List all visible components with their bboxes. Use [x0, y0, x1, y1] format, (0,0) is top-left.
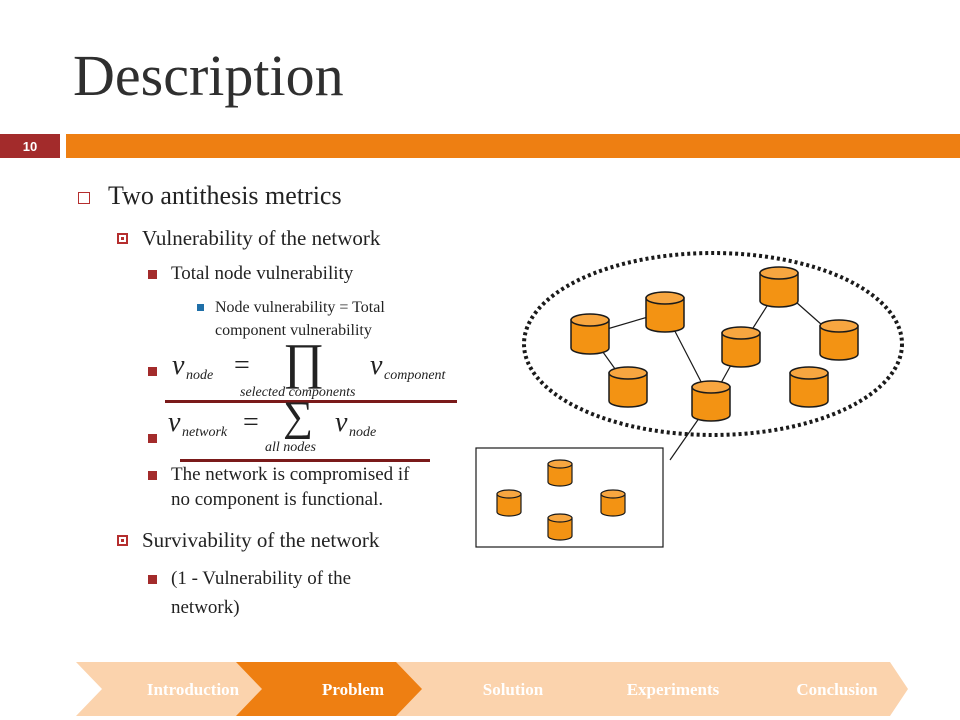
node-icon	[691, 380, 731, 422]
node-icon	[608, 366, 648, 408]
nav-chevron-problem	[236, 662, 432, 716]
bullet-text: Survivability of the network	[142, 528, 380, 552]
page-number: 10	[0, 134, 60, 158]
nav-item-solution[interactable]: Solution	[482, 680, 544, 699]
bullet-survivability: Survivability of the network	[117, 528, 379, 553]
bullet-two-metrics: Two antithesis metrics	[78, 181, 342, 211]
filled-square-bullet-icon	[148, 575, 157, 584]
component-icon	[496, 489, 522, 517]
filled-square-bullet-icon	[148, 471, 157, 480]
bullet-text-line2: network)	[171, 597, 240, 618]
bullet-formula-node	[148, 358, 171, 376]
bullet-survivability-formula: (1 - Vulnerability of the network)	[148, 564, 351, 622]
bullet-text-line1: (1 - Vulnerability of the	[171, 568, 352, 589]
nav-item-introduction[interactable]: Introduction	[146, 680, 240, 699]
blue-square-bullet-icon	[197, 304, 204, 311]
nav-chevron-solution	[396, 662, 592, 716]
bullet-text-line2: no component is functional.	[171, 489, 384, 510]
filled-square-bullet-icon	[148, 434, 157, 443]
component-icon	[547, 459, 573, 487]
network-nodes	[570, 266, 859, 422]
nav-item-problem[interactable]: Problem	[321, 680, 384, 699]
component-icon	[600, 489, 626, 517]
square-bullet-icon	[117, 535, 128, 546]
nav-item-conclusion[interactable]: Conclusion	[796, 680, 878, 699]
bullet-text-line1: The network is compromised if	[171, 464, 410, 485]
nav-chevron-experiments	[556, 662, 752, 716]
node-icon	[789, 366, 829, 408]
slide-title: Description	[73, 43, 344, 108]
bullet-text: Two antithesis metrics	[108, 181, 342, 210]
nav-chevron-introduction	[76, 662, 272, 716]
header-rule	[66, 134, 960, 158]
formula-underline	[180, 459, 430, 462]
bullet-node-vulnerability: Node vulnerability = Total component vul…	[197, 296, 385, 342]
node-icon	[645, 291, 685, 333]
node-icon	[759, 266, 799, 308]
node-icon	[819, 319, 859, 361]
network-boundary-ellipse	[522, 251, 904, 437]
bullet-vulnerability: Vulnerability of the network	[117, 226, 380, 251]
bullet-text-line1: Node vulnerability = Total	[215, 299, 385, 316]
node-icon	[721, 326, 761, 368]
bullet-compromised: The network is compromised if no compone…	[148, 462, 410, 512]
bullet-formula-network	[148, 425, 171, 443]
square-bullet-icon	[117, 233, 128, 244]
filled-square-bullet-icon	[148, 367, 157, 376]
nav-chevron-conclusion	[716, 662, 908, 716]
formula-underline	[165, 400, 457, 403]
component-icon	[547, 513, 573, 541]
section-navigation: Introduction Problem Solution Experiment…	[76, 662, 916, 716]
filled-square-bullet-icon	[148, 270, 157, 279]
bullet-text: Vulnerability of the network	[142, 226, 381, 250]
bullet-total-node-vulnerability: Total node vulnerability	[148, 261, 353, 286]
hollow-square-bullet-icon	[78, 192, 90, 204]
bullet-text: Total node vulnerability	[171, 263, 354, 284]
node-icon	[570, 313, 610, 355]
bullet-text-line2: component vulnerability	[215, 322, 372, 339]
nav-item-experiments[interactable]: Experiments	[626, 680, 720, 699]
network-diagram	[475, 251, 904, 548]
